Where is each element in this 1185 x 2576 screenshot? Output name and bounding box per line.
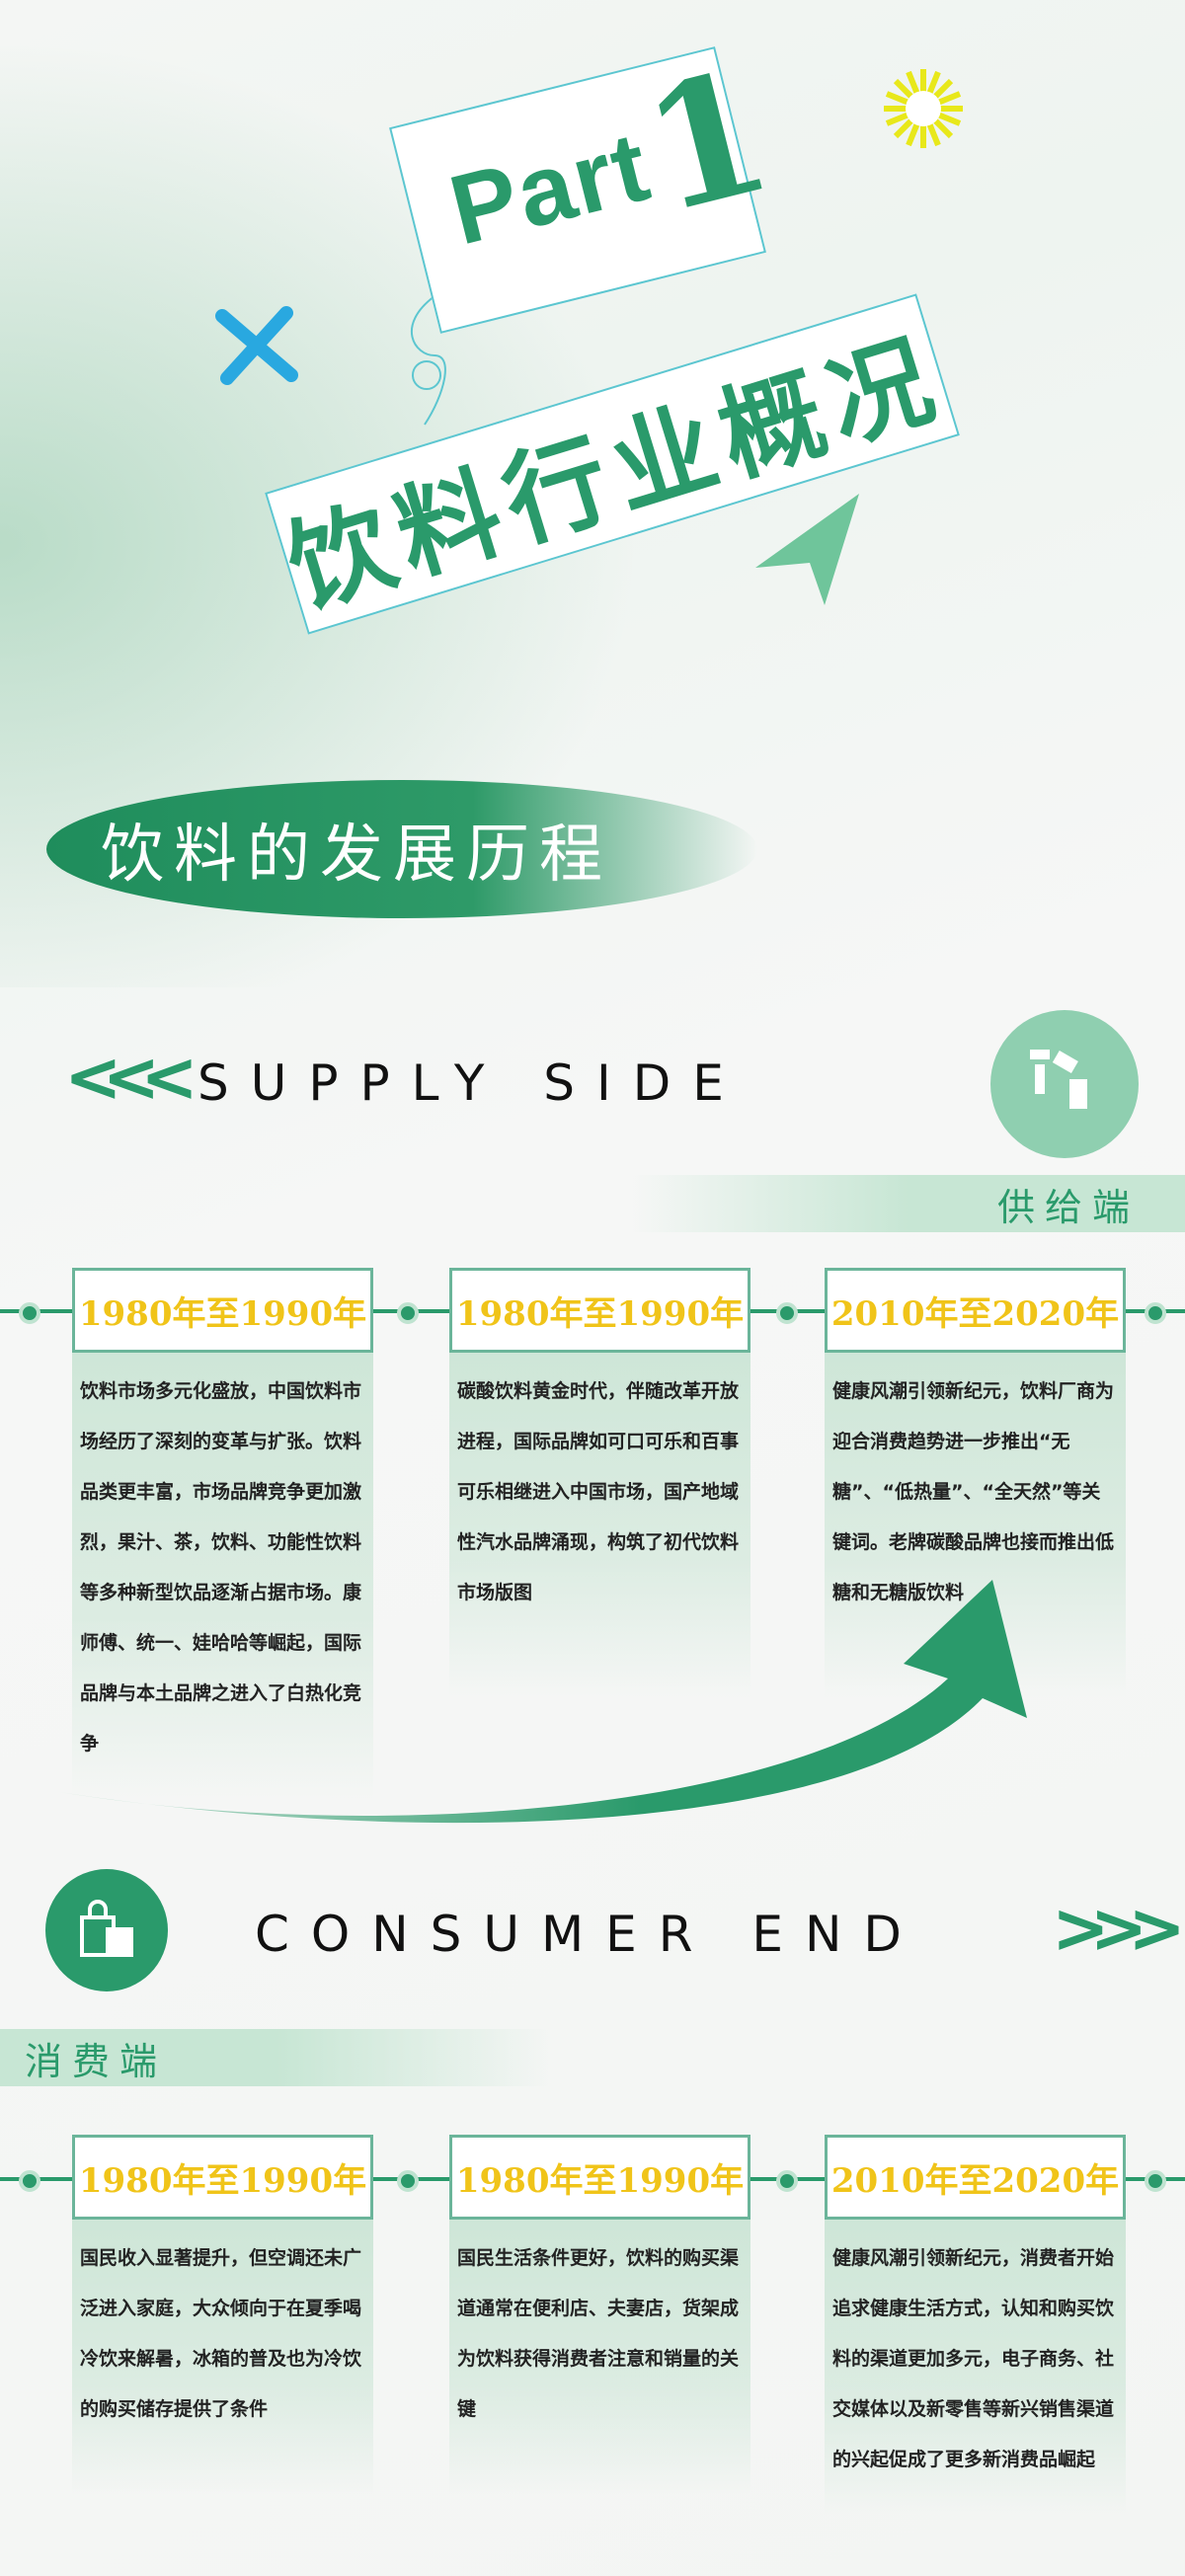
supply-subheading-band: 供给端 <box>632 1175 1185 1232</box>
period-text: 碳酸饮料黄金时代，伴随改革开放进程，国际品牌如可口可乐和百事可乐相继进入中国市场… <box>449 1353 750 1697</box>
period-label: 1980年至1990年 <box>78 2160 367 2201</box>
supply-subheading: 供给端 <box>997 1185 1141 1229</box>
timeline-dot <box>19 2170 40 2192</box>
consumer-item: 2010年至2020年 健康风潮引领新纪元，消费者开始追求健康生活方式，认知和购… <box>825 2135 1126 2515</box>
chevrons-left-icon: <<< <box>64 1037 198 1118</box>
consumer-subheading: 消费端 <box>25 2039 168 2083</box>
consumer-item: 1980年至1990年 国民生活条件更好，饮料的购买渠道通常在便利店、夫妻店，货… <box>449 2135 750 2494</box>
chevrons-right-icon: >>> <box>1052 1888 1185 1969</box>
growth-arrow-icon <box>59 1580 1027 1824</box>
timeline-dot <box>1145 1302 1166 1324</box>
supply-heading: SUPPLY SIDE <box>198 1054 746 1112</box>
part-label: Part <box>439 110 661 267</box>
cross-icon <box>215 306 298 385</box>
shopping-bag-icon <box>45 1869 168 1991</box>
timeline-dot <box>1145 2170 1166 2192</box>
consumer-subheading-band: 消费端 <box>0 2029 553 2086</box>
robot-arm-icon <box>990 1010 1139 1158</box>
section-title: 饮料的发展历程 <box>101 819 612 892</box>
period-box: 2010年至2020年 <box>825 1268 1126 1353</box>
consumer-heading: CONSUMER END <box>255 1906 923 1963</box>
period-label: 2010年至2020年 <box>830 2160 1120 2201</box>
period-box: 1980年至1990年 <box>449 2135 750 2220</box>
timeline-dot <box>397 1302 419 1324</box>
supply-item: 1980年至1990年 碳酸饮料黄金时代，伴随改革开放进程，国际品牌如可口可乐和… <box>449 1268 750 1697</box>
period-box: 1980年至1990年 <box>72 2135 373 2220</box>
period-text: 国民收入显著提升，但空调还未广泛进入家庭，大众倾向于在夏季喝冷饮来解暑，冰箱的普… <box>72 2220 373 2494</box>
period-box: 1980年至1990年 <box>449 1268 750 1353</box>
connector-line <box>411 296 446 426</box>
triangle-icon <box>755 494 859 605</box>
timeline-dot <box>397 2170 419 2192</box>
supply-item: 1980年至1990年 饮料市场多元化盛放，中国饮料市场经历了深刻的变革与扩张。… <box>72 1268 373 1799</box>
sun-icon <box>884 69 963 148</box>
period-label: 1980年至1990年 <box>455 2160 745 2201</box>
timeline-dot <box>776 2170 798 2192</box>
period-text: 国民生活条件更好，饮料的购买渠道通常在便利店、夫妻店，货架成为饮料获得消费者注意… <box>449 2220 750 2494</box>
section-title-pill: 饮料的发展历程 <box>46 780 757 918</box>
period-box: 1980年至1990年 <box>72 1268 373 1353</box>
period-label: 1980年至1990年 <box>455 1293 745 1334</box>
timeline-dot <box>19 1302 40 1324</box>
period-text: 健康风潮引领新纪元，消费者开始追求健康生活方式，认知和购买饮料的渠道更加多元，电… <box>825 2220 1126 2515</box>
period-box: 2010年至2020年 <box>825 2135 1126 2220</box>
consumer-item: 1980年至1990年 国民收入显著提升，但空调还未广泛进入家庭，大众倾向于在夏… <box>72 2135 373 2494</box>
period-label: 2010年至2020年 <box>830 1293 1120 1334</box>
period-text: 饮料市场多元化盛放，中国饮料市场经历了深刻的变革与扩张。饮料品类更丰富，市场品牌… <box>72 1353 373 1799</box>
supply-item: 2010年至2020年 健康风潮引领新纪元，饮料厂商为迎合消费趋势进一步推出“无… <box>825 1268 1126 1697</box>
timeline-dot <box>776 1302 798 1324</box>
period-label: 1980年至1990年 <box>78 1293 367 1334</box>
